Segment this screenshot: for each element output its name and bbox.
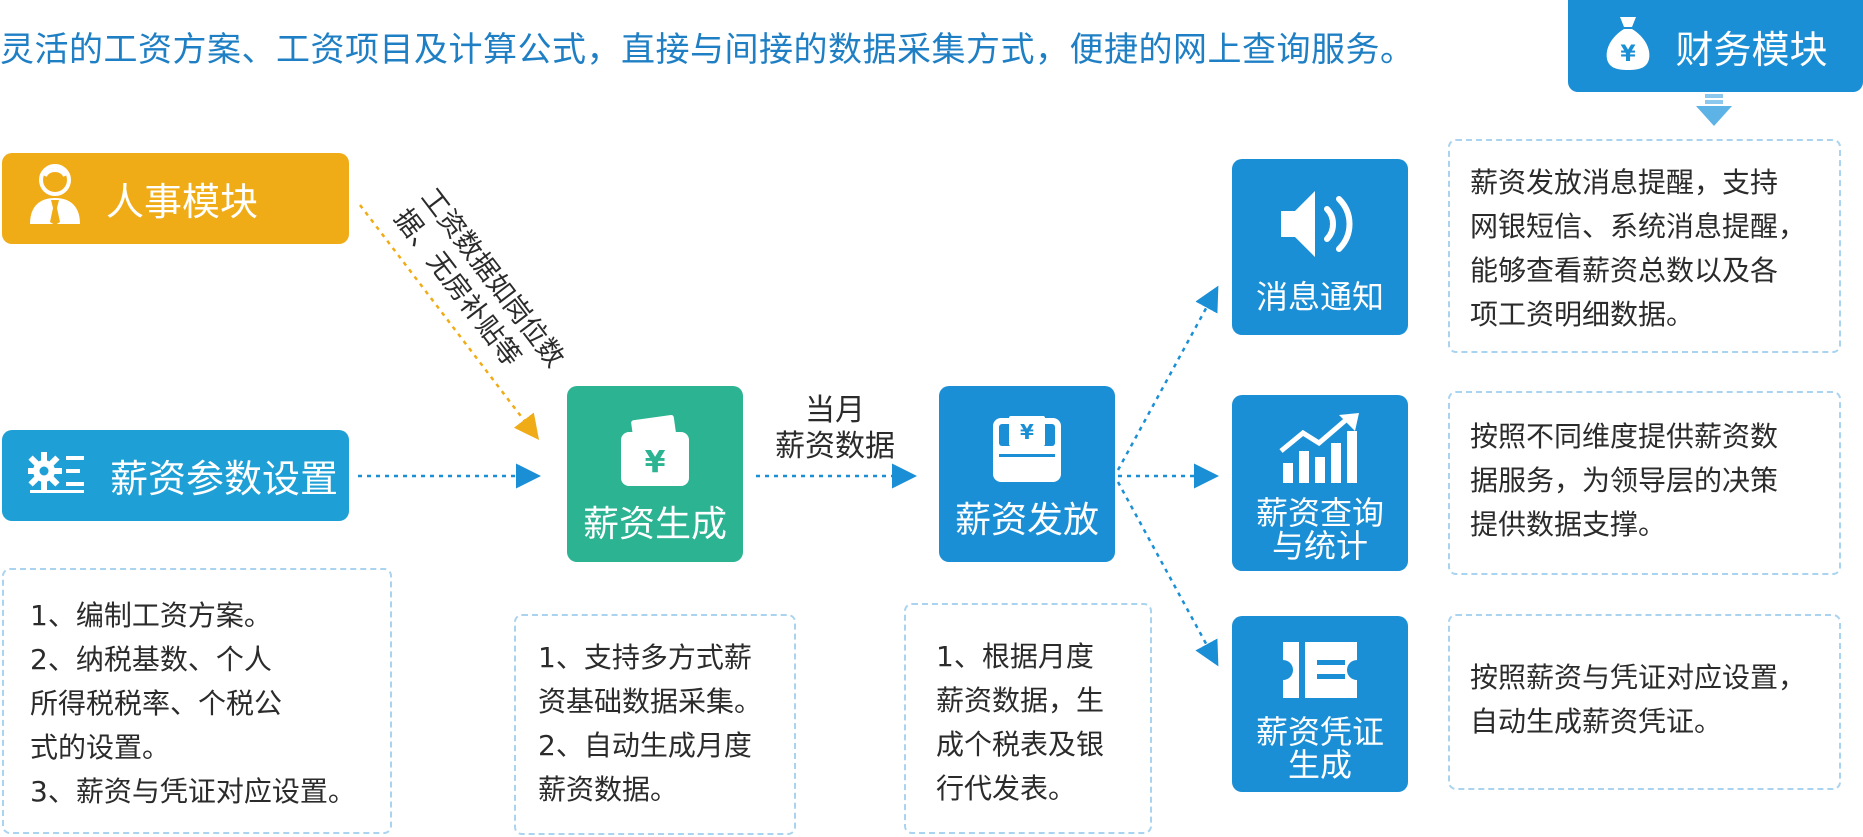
salary-query-label: 薪资查询 与统计 — [1255, 494, 1384, 565]
message-notify-label: 消息通知 — [1255, 278, 1384, 316]
voucher-note: 按照薪资与凭证对应设置， 自动生成薪资凭证。 — [1448, 614, 1841, 790]
finance-module-label: 财务模块 — [1675, 27, 1828, 72]
param-note: 1、编制工资方案。 2、纳税基数、个人 所得税税率、个税公 式的设置。 3、薪资… — [2, 568, 392, 834]
gear-list-icon — [27, 448, 86, 503]
monthly-data-label: 当月 薪资数据 — [775, 393, 895, 464]
hr-module-label: 人事模块 — [106, 180, 259, 224]
speaker-icon — [1277, 185, 1363, 267]
payout-note-text: 1、根据月度 薪资数据，生 成个税表及银 行代发表。 — [936, 640, 1105, 805]
hr-to-generate-arrow — [359, 204, 540, 440]
generate-note: 1、支持多方式薪 资基础数据采集。 2、自动生成月度 薪资数据。 — [514, 614, 796, 835]
voucher-icon — [1277, 638, 1363, 706]
bar-chart-up-icon — [1277, 413, 1363, 487]
notify-note-text: 薪资发放消息提醒，支持 网银短信、系统消息提醒， 能够查看薪资总数以及各 项工资… — [1470, 166, 1807, 331]
page-headline: 灵活的工资方案、工资项目及计算公式，直接与间接的数据采集方式，便捷的网上查询服务… — [0, 30, 1415, 70]
generate-note-text: 1、支持多方式薪 资基础数据采集。 2、自动生成月度 薪资数据。 — [538, 641, 763, 806]
salary-param-module[interactable]: 薪资参数设置 — [2, 430, 349, 521]
payout-to-notify-arrow — [1116, 285, 1219, 471]
salary-generate-label: 薪资生成 — [582, 504, 727, 545]
salary-query-tile[interactable]: 薪资查询 与统计 — [1232, 395, 1408, 571]
svg-text:¥: ¥ — [1020, 420, 1034, 444]
money-bag-icon: ¥ — [1603, 13, 1653, 80]
salary-param-module-label: 薪资参数设置 — [110, 457, 339, 501]
salary-payout-label: 薪资发放 — [954, 500, 1099, 541]
payout-to-voucher-arrow — [1116, 481, 1219, 667]
message-notify-tile[interactable]: 消息通知 — [1232, 159, 1408, 335]
svg-text:¥: ¥ — [645, 445, 666, 480]
query-note: 按照不同维度提供薪资数 据服务，为领导层的决策 提供数据支撑。 — [1448, 391, 1841, 575]
payout-note: 1、根据月度 薪资数据，生 成个税表及银 行代发表。 — [904, 603, 1152, 834]
salary-voucher-tile[interactable]: 薪资凭证 生成 — [1232, 616, 1408, 792]
person-icon — [28, 162, 82, 235]
finance-down-arrow-icon — [1696, 94, 1732, 126]
notify-note: 薪资发放消息提醒，支持 网银短信、系统消息提醒， 能够查看薪资总数以及各 项工资… — [1448, 139, 1841, 353]
hr-module[interactable]: 人事模块 — [2, 153, 349, 244]
payout-yen-icon: ¥ — [989, 414, 1065, 490]
salary-voucher-label: 薪资凭证 生成 — [1255, 713, 1384, 784]
salary-payout-tile[interactable]: ¥ 薪资发放 — [939, 386, 1115, 562]
query-note-text: 按照不同维度提供薪资数 据服务，为领导层的决策 提供数据支撑。 — [1470, 420, 1779, 541]
svg-text:¥: ¥ — [1621, 42, 1637, 67]
voucher-note-text: 按照薪资与凭证对应设置， 自动生成薪资凭证。 — [1470, 661, 1807, 738]
param-note-text: 1、编制工资方案。 2、纳税基数、个人 所得税税率、个税公 式的设置。 3、薪资… — [30, 599, 356, 808]
finance-module-badge[interactable]: ¥ 财务模块 — [1568, 0, 1863, 92]
salary-generate-tile[interactable]: ¥ 薪资生成 — [567, 386, 743, 562]
wallet-yen-icon: ¥ — [617, 411, 693, 492]
